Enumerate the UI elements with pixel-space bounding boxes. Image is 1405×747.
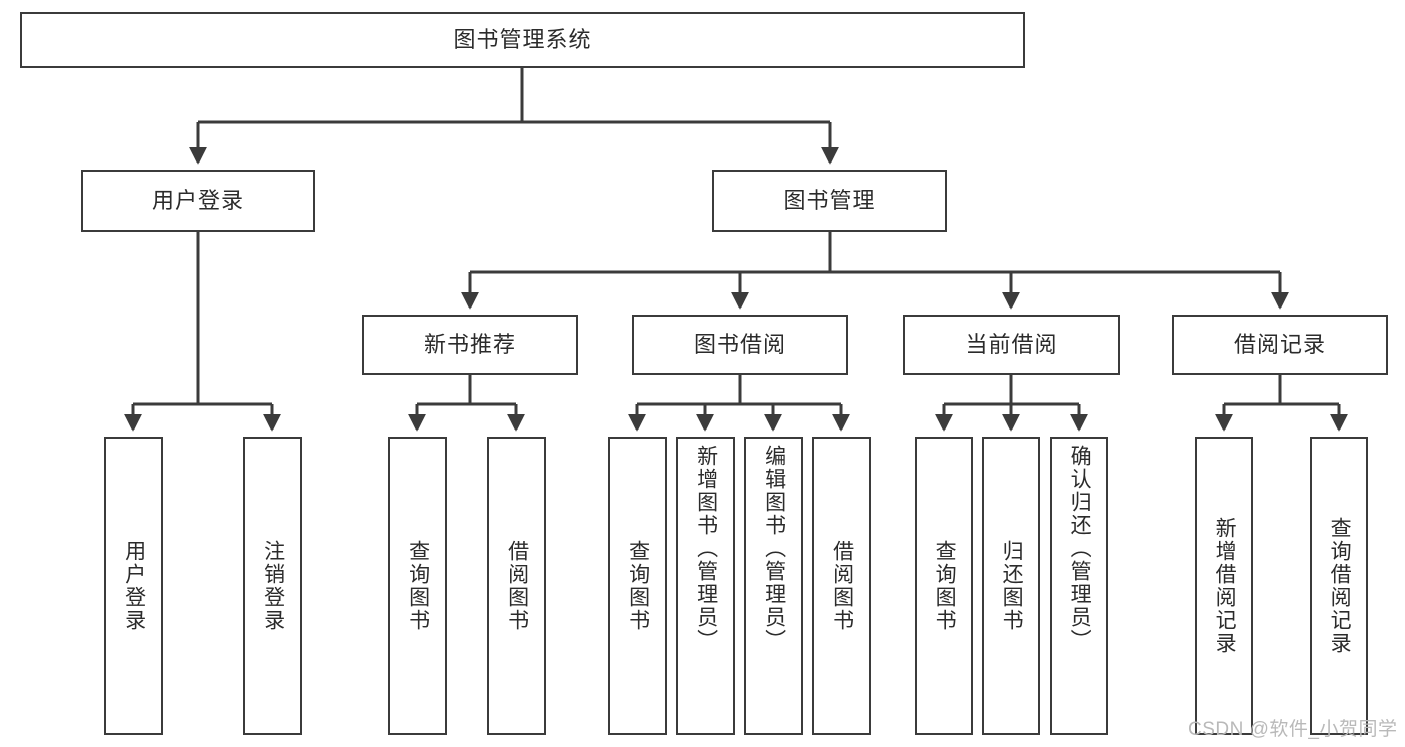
- leaf-confirm-return-admin-label: 确认归还（管理员）: [1068, 445, 1092, 652]
- leaf-add-borrow-record[interactable]: 新增借阅记录: [1195, 437, 1253, 735]
- leaf-return-book-label: 归还图书: [1000, 540, 1024, 632]
- leaf-query-book-newbook-label: 查询图书: [406, 540, 430, 632]
- leaf-logout-label: 注销登录: [261, 540, 285, 632]
- node-current-borrow-label: 当前借阅: [965, 331, 1058, 357]
- leaf-borrow-book-borrow-label: 借阅图书: [830, 540, 854, 632]
- node-borrow-record[interactable]: 借阅记录: [1172, 315, 1388, 375]
- leaf-query-book-newbook[interactable]: 查询图书: [388, 437, 447, 735]
- leaf-query-borrow-record-label: 查询借阅记录: [1328, 517, 1352, 655]
- leaf-query-book-borrow[interactable]: 查询图书: [608, 437, 667, 735]
- leaf-logout[interactable]: 注销登录: [243, 437, 302, 735]
- leaf-query-borrow-record[interactable]: 查询借阅记录: [1310, 437, 1368, 735]
- csdn-watermark: CSDN @软件_小贺同学: [1188, 719, 1398, 740]
- node-user-login-label: 用户登录: [151, 187, 244, 213]
- node-root-label: 图书管理系统: [453, 26, 592, 52]
- node-book-borrow[interactable]: 图书借阅: [632, 315, 848, 375]
- node-book-borrow-label: 图书借阅: [693, 331, 786, 357]
- node-book-management[interactable]: 图书管理: [712, 170, 947, 232]
- leaf-edit-book-admin[interactable]: 编辑图书（管理员）: [744, 437, 803, 735]
- leaf-query-book-current-label: 查询图书: [933, 540, 957, 632]
- leaf-borrow-book-borrow[interactable]: 借阅图书: [812, 437, 871, 735]
- leaf-add-book-admin[interactable]: 新增图书（管理员）: [676, 437, 735, 735]
- node-user-login[interactable]: 用户登录: [81, 170, 315, 232]
- leaf-edit-book-admin-label: 编辑图书（管理员）: [762, 445, 786, 652]
- leaf-user-login[interactable]: 用户登录: [104, 437, 163, 735]
- node-root-system[interactable]: 图书管理系统: [20, 12, 1025, 68]
- node-new-book-recommend-label: 新书推荐: [423, 331, 516, 357]
- leaf-return-book[interactable]: 归还图书: [982, 437, 1040, 735]
- leaf-borrow-book-newbook-label: 借阅图书: [505, 540, 529, 632]
- node-new-book-recommend[interactable]: 新书推荐: [362, 315, 578, 375]
- leaf-add-book-admin-label: 新增图书（管理员）: [694, 445, 718, 652]
- leaf-confirm-return-admin[interactable]: 确认归还（管理员）: [1050, 437, 1108, 735]
- leaf-query-book-current[interactable]: 查询图书: [915, 437, 973, 735]
- leaf-add-borrow-record-label: 新增借阅记录: [1213, 517, 1237, 655]
- node-current-borrow[interactable]: 当前借阅: [903, 315, 1120, 375]
- leaf-borrow-book-newbook[interactable]: 借阅图书: [487, 437, 546, 735]
- node-book-management-label: 图书管理: [783, 187, 876, 213]
- node-borrow-record-label: 借阅记录: [1233, 331, 1326, 357]
- leaf-query-book-borrow-label: 查询图书: [626, 540, 650, 632]
- leaf-user-login-label: 用户登录: [122, 540, 146, 632]
